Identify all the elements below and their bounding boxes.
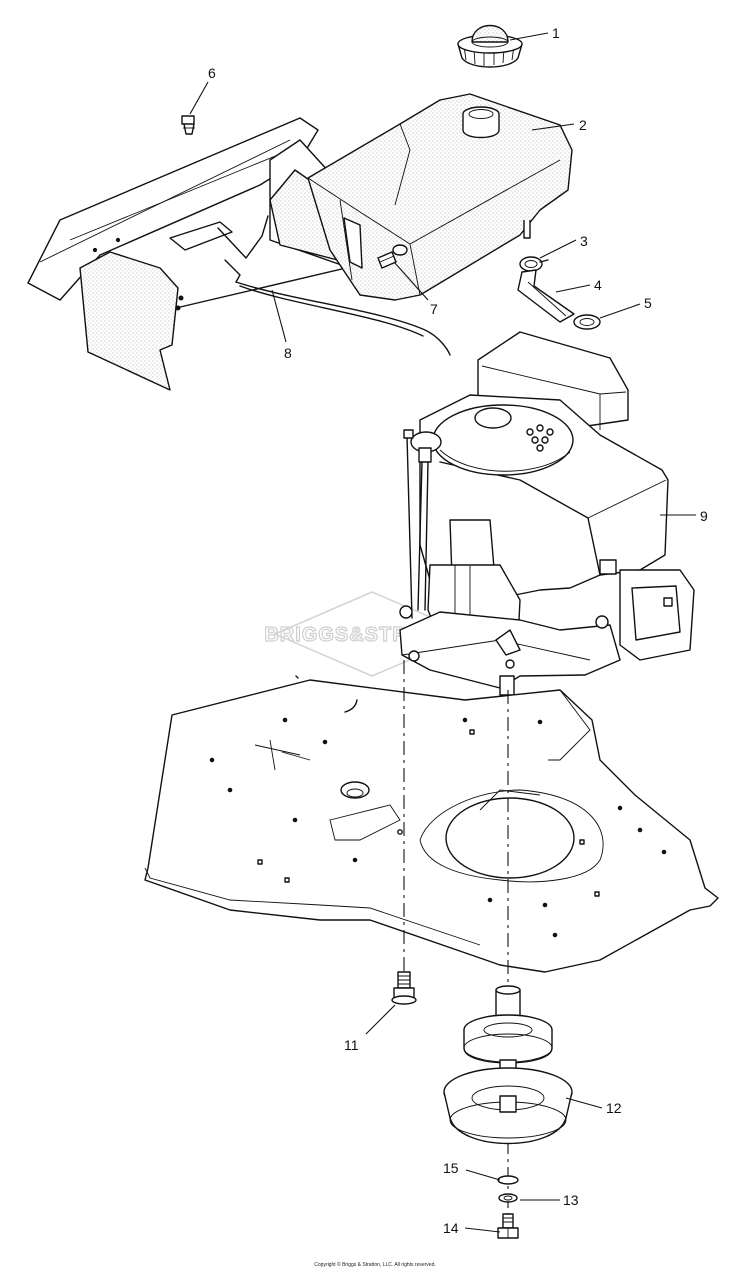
hose-clamp-5	[573, 314, 601, 330]
callout-11: 11	[344, 1037, 359, 1053]
callouts: 1 2 3 4 5 6 7 8 9 11 12 13 14 15	[208, 25, 708, 1236]
callout-8: 8	[284, 345, 292, 361]
bolt-14	[497, 1213, 519, 1239]
engine-9	[399, 331, 695, 696]
callout-3: 3	[580, 233, 588, 249]
lock-washer-13	[498, 1193, 518, 1203]
bolt-11	[391, 971, 417, 1005]
callout-1: 1	[552, 25, 560, 41]
fuel-cap-1	[457, 25, 523, 68]
fitting-7	[377, 251, 397, 269]
fuel-tank-2	[307, 93, 573, 301]
callout-7: 7	[430, 301, 438, 317]
callout-5: 5	[644, 295, 652, 311]
callout-14: 14	[443, 1220, 459, 1236]
pulley-12	[443, 985, 573, 1145]
hose-clamp-3	[519, 256, 549, 272]
chassis-plate	[144, 675, 719, 973]
callout-15: 15	[443, 1160, 459, 1176]
callout-4: 4	[594, 277, 602, 293]
washer-15	[497, 1175, 519, 1185]
screw-6	[181, 115, 195, 135]
callout-6: 6	[208, 65, 216, 81]
fuel-line-4	[517, 269, 575, 323]
callout-13: 13	[563, 1192, 579, 1208]
copyright-notice: Copyright © Briggs & Stratton, LLC. All …	[314, 1262, 436, 1268]
leader-lines	[189, 32, 696, 1233]
callout-2: 2	[579, 117, 587, 133]
callout-12: 12	[606, 1100, 622, 1116]
callout-9: 9	[700, 508, 708, 524]
